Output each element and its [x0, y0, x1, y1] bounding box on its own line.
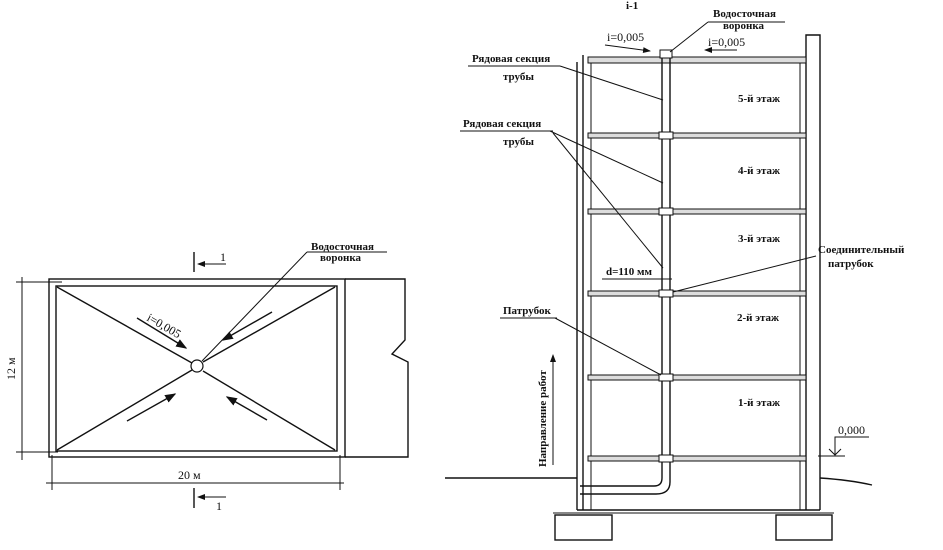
svg-text:1: 1 [216, 499, 222, 513]
slope-right-label: i=0,005 [708, 35, 745, 49]
floor-5-label: 5-й этаж [738, 93, 780, 105]
work-direction-label: Направление работ [537, 370, 549, 467]
level-label: 0,000 [838, 423, 865, 437]
roof-outline [48, 278, 346, 458]
pipe-section-b-label-2: трубы [503, 136, 534, 148]
roof-plan: i=0,005 Водосточная воронка 12 м 20 м 1 … [4, 241, 409, 513]
height-dim: 12 м [4, 357, 18, 380]
diameter-label: d=110 мм [606, 266, 653, 278]
funnel-leader [201, 251, 308, 362]
pipe-section-b-label-1: Рядовая секция [463, 118, 541, 130]
connector-label-2: патрубок [828, 258, 874, 270]
building-section: i-1 [445, 0, 905, 541]
plan-slope-label: i=0,005 [145, 310, 184, 341]
section-title: i-1 [626, 0, 638, 12]
width-dim: 20 м [178, 468, 201, 482]
break-line [345, 278, 409, 458]
floor-slabs [587, 56, 807, 462]
floor-2-label: 2-й этаж [737, 312, 779, 324]
branch-pipe-label: Патрубок [503, 305, 551, 317]
svg-text:1: 1 [220, 250, 226, 264]
connector-label-1: Соединительный [818, 244, 905, 256]
level-mark-icon [818, 436, 869, 457]
floor-4-label: 4-й этаж [738, 165, 780, 177]
section-funnel-label-2: воронка [723, 20, 764, 32]
downpipe [580, 49, 674, 495]
pipe-section-a-label-1: Рядовая секция [472, 53, 550, 65]
section-mark-top: 1 [193, 250, 226, 272]
roof-parapet [55, 285, 338, 452]
pipe-section-a-label-2: трубы [503, 71, 534, 83]
floor-1-label: 1-й этаж [738, 397, 780, 409]
plan-funnel-label-1: Водосточная [311, 241, 374, 253]
valley-lines [56, 286, 336, 451]
slope-arrows [126, 311, 273, 422]
slope-left-label: i=0,005 [607, 30, 644, 44]
footing-left [554, 514, 613, 541]
section-mark-bottom: 1 [193, 488, 226, 513]
footing-right [775, 514, 833, 541]
drain-funnel-icon [190, 359, 204, 373]
section-funnel-label-1: Водосточная [713, 8, 776, 20]
plan-funnel-label-2: воронка [320, 252, 361, 264]
floor-3-label: 3-й этаж [738, 233, 780, 245]
roof-funnel-icon [659, 49, 673, 59]
